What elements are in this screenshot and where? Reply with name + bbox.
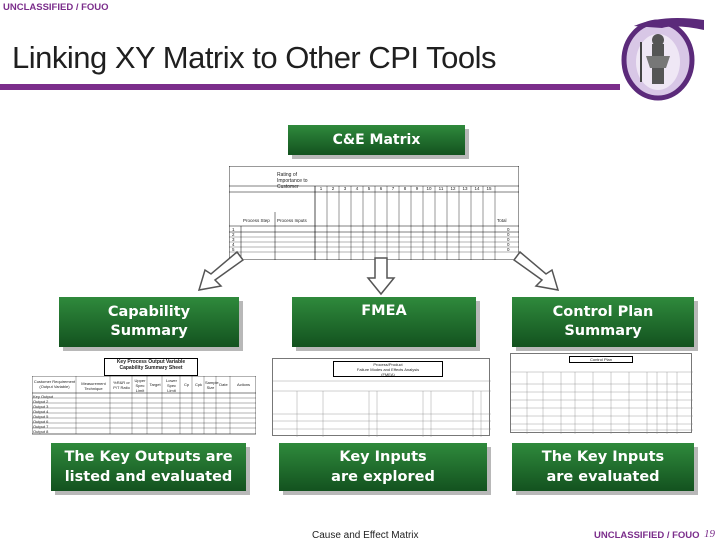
key-outputs-line1: The Key Outputs are xyxy=(64,449,233,465)
key-inputs-explored-line2: are explored xyxy=(331,469,435,485)
control-plan-sheet: Control Plan xyxy=(510,353,693,434)
capability-grid xyxy=(32,376,256,435)
ce-row-number: 4 xyxy=(232,242,235,247)
arrow-right-icon xyxy=(512,250,560,291)
ce-process-inputs-header: Process Inputs xyxy=(277,218,307,223)
control-plan-summary-box: Control Plan Summary xyxy=(512,297,694,347)
cap-header: Sample Size xyxy=(205,380,219,390)
capability-title-line1: Key Process Output Variable xyxy=(116,359,186,365)
cap-header: Cp xyxy=(183,382,190,387)
ce-col-num: 8 xyxy=(403,186,407,191)
cap-row-label: Output 5 xyxy=(33,414,49,419)
capability-sheet-title: Key Process Output Variable Capability S… xyxy=(104,358,198,376)
cap-row-label: Output 7 xyxy=(33,424,49,429)
capability-line1: Capability xyxy=(107,304,191,320)
control-title-text: Control Plan xyxy=(589,357,612,362)
fmea-box: FMEA xyxy=(292,297,476,347)
control-plan-grid xyxy=(511,371,693,434)
ce-process-step-header: Process Step xyxy=(243,218,270,223)
fmea-sheet-title: Process/Product Failure Modes and Effect… xyxy=(333,361,443,377)
ce-col-num: 2 xyxy=(331,186,335,191)
cap-row-label: Output 3 xyxy=(33,404,49,409)
arrow-down-icon xyxy=(366,257,396,296)
ce-rating-label: Rating of Importance to Customer xyxy=(277,172,308,190)
ce-col-num: 3 xyxy=(343,186,347,191)
ce-matrix-sheet: Rating of Importance to Customer 1 2 3 4… xyxy=(229,166,519,260)
cap-row-label: Output 4 xyxy=(33,409,49,414)
ce-row-total: 0 xyxy=(507,232,510,237)
capability-line2: Summary xyxy=(110,323,188,339)
ce-col-num: 9 xyxy=(415,186,419,191)
ce-matrix-label: C&E Matrix xyxy=(332,132,421,148)
ce-matrix-box: C&E Matrix xyxy=(288,125,465,155)
ce-row-total: 0 xyxy=(507,237,510,242)
ce-col-num: 4 xyxy=(355,186,359,191)
key-inputs-evaluated-box: The Key Inputs are evaluated xyxy=(512,443,694,491)
cap-row-label: Key Output xyxy=(33,394,54,399)
key-inputs-explored-box: Key Inputs are explored xyxy=(279,443,487,491)
ce-col-num: 5 xyxy=(367,186,371,191)
fmea-grid xyxy=(273,380,491,437)
capability-title-line2: Capability Summary Sheet xyxy=(119,365,183,371)
cap-row-label: Output 6 xyxy=(33,419,49,424)
fmea-label: FMEA xyxy=(361,303,407,319)
key-inputs-evaluated-line1: The Key Inputs xyxy=(541,449,665,465)
ce-row-number: 3 xyxy=(232,237,235,242)
cap-header: Lower Spec Limit xyxy=(166,378,177,393)
ce-col-num: 1 xyxy=(319,186,323,191)
key-outputs-line2: listed and evaluated xyxy=(64,469,233,485)
cap-header: %R&R or P/T Ratio xyxy=(113,380,130,390)
ce-col-num: 14 xyxy=(474,186,480,191)
cap-header: Cpk xyxy=(194,382,203,387)
cap-header: Upper Spec Limit xyxy=(134,378,146,393)
classification-banner-bottom: UNCLASSIFIED / FOUO xyxy=(594,530,700,541)
ce-col-num: 11 xyxy=(438,186,444,191)
ce-column-numbers: 1 2 3 4 5 6 7 8 9 10 11 12 13 14 15 xyxy=(315,186,495,192)
fmea-sheet: Process/Product Failure Modes and Effect… xyxy=(272,358,491,437)
cap-row-label: Output 2 xyxy=(33,399,49,404)
cap-header: Target xyxy=(149,382,161,387)
ce-col-num: 6 xyxy=(379,186,383,191)
title-underline xyxy=(0,84,620,90)
control-plan-line1: Control Plan xyxy=(552,304,654,320)
ce-col-num: 10 xyxy=(426,186,432,191)
ce-col-num: 13 xyxy=(462,186,468,191)
ce-total-header: Total xyxy=(497,218,507,223)
ce-row-number: 5 xyxy=(232,247,235,252)
cap-header: Measurement Technique xyxy=(81,381,106,391)
key-inputs-evaluated-line2: are evaluated xyxy=(546,469,660,485)
cap-header: Customer Requirement (Output Variable) xyxy=(33,379,76,389)
ce-matrix-grid xyxy=(229,166,519,260)
fmea-title-line1: Process/Product xyxy=(373,362,403,367)
page-number: 19 xyxy=(704,528,715,540)
ce-col-num: 12 xyxy=(450,186,456,191)
ce-row-number: 2 xyxy=(232,232,235,237)
page-title: Linking XY Matrix to Other CPI Tools xyxy=(12,40,496,75)
key-inputs-explored-line1: Key Inputs xyxy=(339,449,427,465)
cap-row-label: Output 8 xyxy=(33,429,49,434)
ce-row-total: 0 xyxy=(507,242,510,247)
fmea-title-line2: Failure Modes and Effects Analysis xyxy=(356,367,420,372)
ce-col-num: 7 xyxy=(391,186,395,191)
ce-row-total: 0 xyxy=(507,227,510,232)
footer-title: Cause and Effect Matrix xyxy=(312,530,419,541)
control-sheet-title: Control Plan xyxy=(569,356,633,363)
fmea-title-line3: (FMEA) xyxy=(381,372,395,377)
ce-col-num: 15 xyxy=(486,186,492,191)
capability-sheet: Key Process Output Variable Capability S… xyxy=(32,355,256,435)
cap-header: Actions xyxy=(236,382,251,387)
capability-summary-box: Capability Summary xyxy=(59,297,239,347)
sigma-logo-icon xyxy=(621,18,704,101)
control-plan-line2: Summary xyxy=(564,323,642,339)
ce-row-number: 1 xyxy=(232,227,235,232)
key-outputs-box: The Key Outputs are listed and evaluated xyxy=(51,443,246,491)
cap-header: Date xyxy=(219,382,228,387)
classification-banner-top: UNCLASSIFIED / FOUO xyxy=(3,2,109,13)
arrow-left-icon xyxy=(197,250,245,291)
ce-row-total: 0 xyxy=(507,247,510,252)
